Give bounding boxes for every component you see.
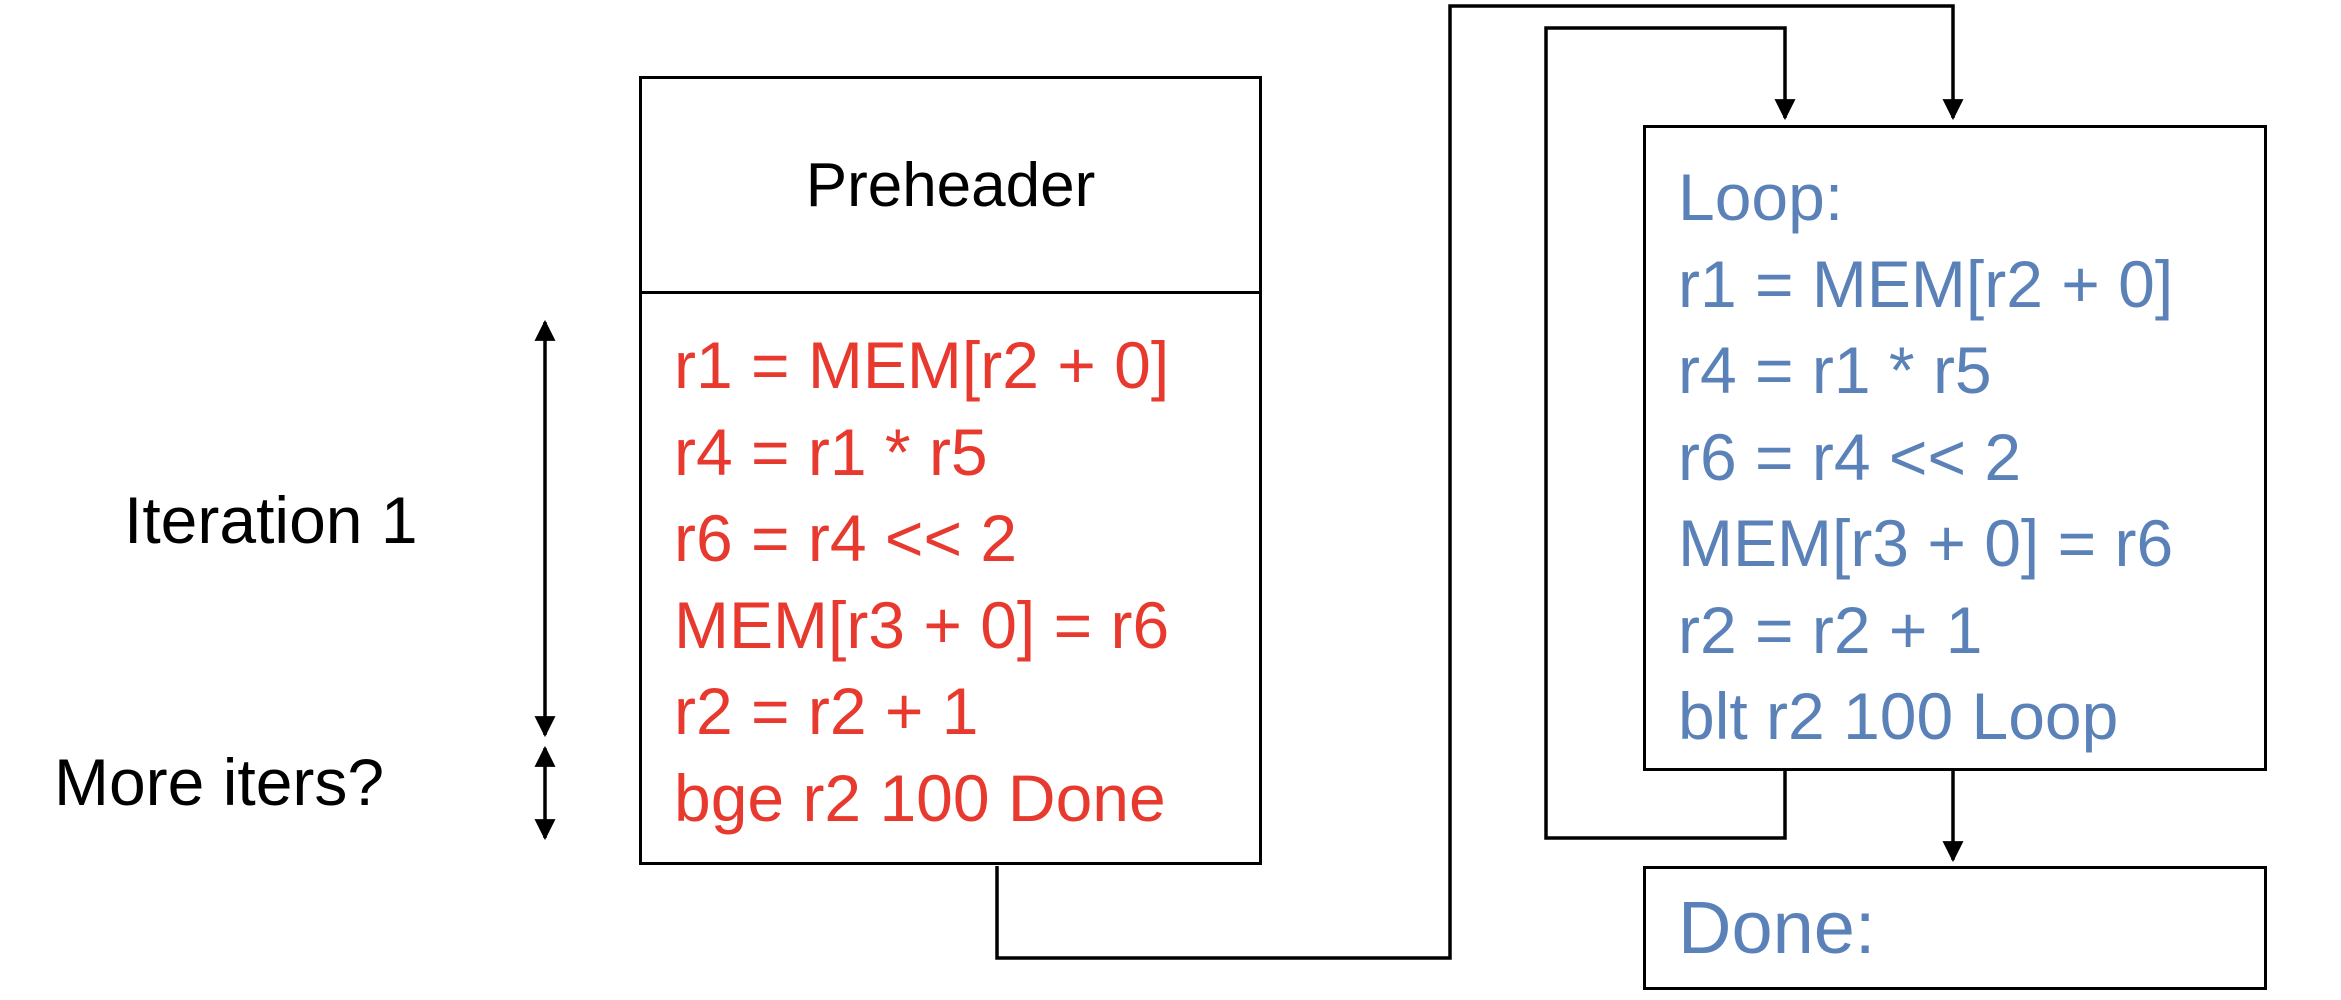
preheader-to-loop-edge (995, 4, 1964, 960)
code-line: r4 = r1 * r5 (1678, 333, 1992, 407)
code-line: r1 = MEM[r2 + 0] (1678, 246, 2174, 321)
loop-block-box: Loop: r1 = MEM[r2 + 0] r4 = r1 * r5 r6 = r4… (1643, 125, 2267, 771)
done-label: Done: (1678, 886, 1876, 969)
code-line: r2 = r2 + 1 (1678, 592, 1983, 667)
preheader-body-box: r1 = MEM[r2 + 0] r4 = r1 * r5 r6 = r4 << 2… (639, 291, 1262, 865)
code-line: blt r2 100 Loop (1678, 679, 2119, 753)
preheader-title: Preheader (805, 150, 1096, 220)
loop-code: Loop: r1 = MEM[r2 + 0] r4 = r1 * r5 r6 = r4… (1678, 154, 2173, 760)
preheader-code: r1 = MEM[r2 + 0] r4 = r1 * r5 r6 = r4 << 2… (674, 322, 1169, 841)
iteration-label: Iteration 1 (124, 483, 418, 557)
preheader-header-box: Preheader (639, 76, 1262, 294)
code-line: r1 = MEM[r2 + 0] (674, 328, 1170, 402)
code-line: bge r2 100 Done (674, 760, 1166, 835)
loop-back-edge (1544, 26, 1796, 840)
code-line: r2 = r2 + 1 (674, 674, 979, 748)
code-line: r6 = r4 << 2 (674, 501, 1018, 575)
code-line: r6 = r4 << 2 (1678, 419, 2022, 494)
done-block-box: Done: (1643, 866, 2267, 990)
code-line: MEM[r3 + 0] = r6 (674, 587, 1170, 662)
code-line: MEM[r3 + 0] = r6 (1678, 506, 2174, 580)
more-iters-label: More iters? (54, 745, 385, 819)
code-line: Loop: (1678, 160, 1844, 234)
code-line: r4 = r1 * r5 (674, 414, 988, 489)
